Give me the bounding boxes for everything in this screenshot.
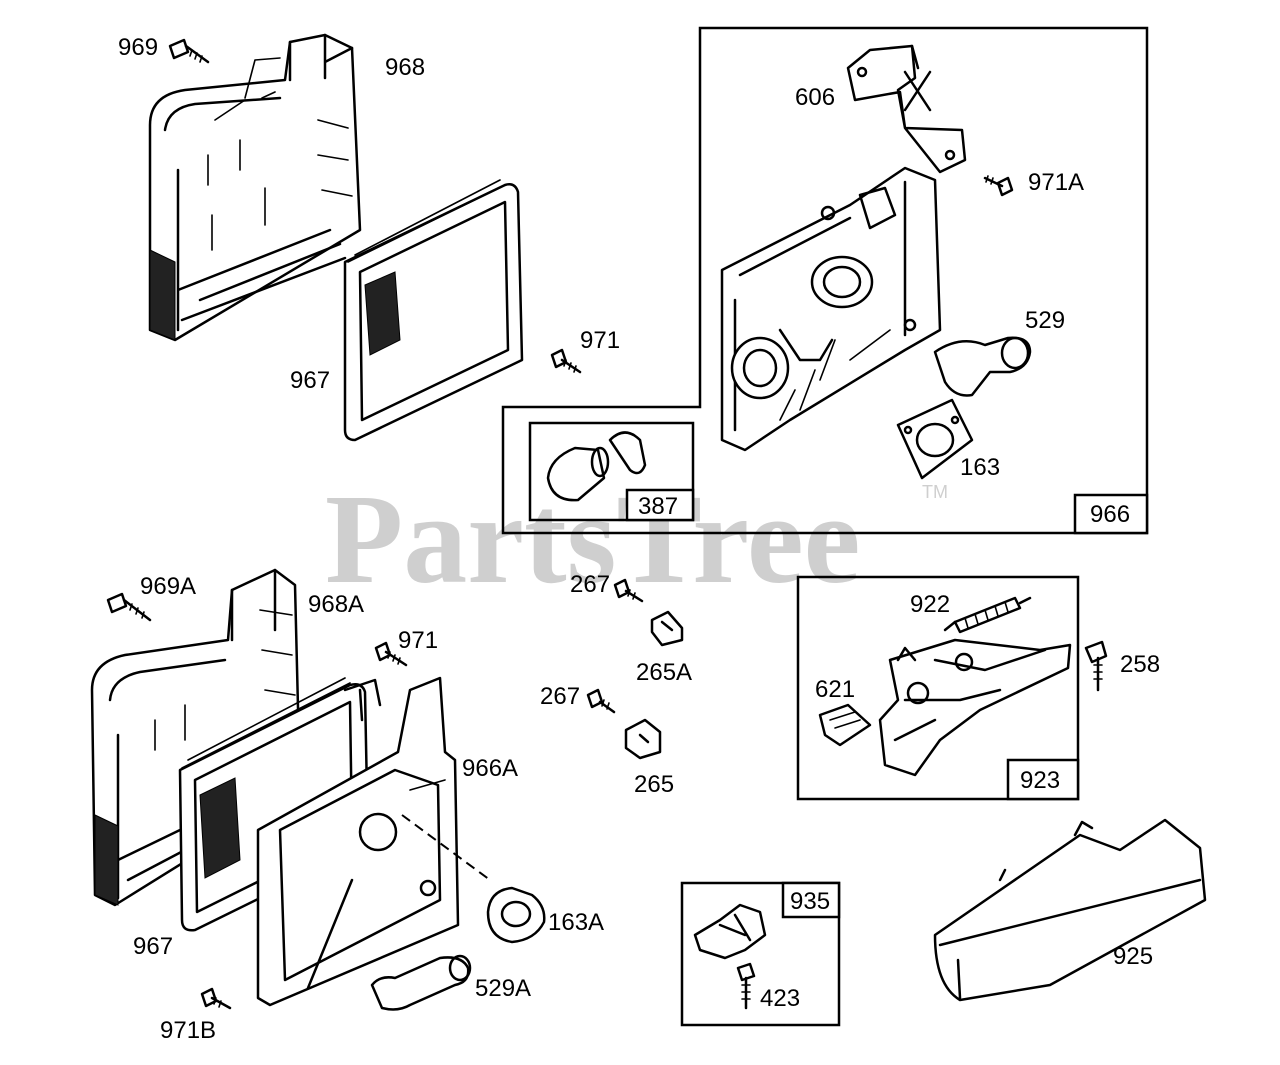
- part-387-choke[interactable]: [546, 431, 647, 502]
- label-163: 163: [960, 454, 1000, 481]
- label-267-bottom: 267: [540, 683, 580, 710]
- box-966-label: 966: [1090, 501, 1130, 528]
- part-163A-gasket[interactable]: [486, 886, 546, 944]
- part-971A-screw[interactable]: [983, 175, 1014, 197]
- watermark-trademark: TM: [922, 482, 948, 502]
- box-935-tag: [781, 881, 841, 919]
- part-265-clip[interactable]: [624, 718, 662, 760]
- label-922: 922: [910, 591, 950, 618]
- frame-387: [528, 421, 695, 522]
- label-971B: 971B: [160, 1017, 216, 1044]
- part-606-bracket[interactable]: [846, 44, 967, 174]
- label-967-bottom: 967: [133, 933, 173, 960]
- part-923-governor-linkage[interactable]: [878, 638, 1072, 777]
- label-529: 529: [1025, 307, 1065, 334]
- frame-966: [501, 26, 1149, 535]
- part-969-bolt[interactable]: [168, 38, 210, 64]
- box-923-label: 923: [1020, 767, 1060, 794]
- label-265A: 265A: [636, 659, 692, 686]
- label-969A: 969A: [140, 573, 196, 600]
- part-935-bracket[interactable]: [693, 903, 767, 960]
- box-935-label: 935: [790, 888, 830, 915]
- part-423-screw[interactable]: [736, 962, 756, 1010]
- label-606: 606: [795, 84, 835, 111]
- part-971-screw-bottom[interactable]: [374, 641, 408, 667]
- label-971-top: 971: [580, 327, 620, 354]
- label-969: 969: [118, 34, 158, 61]
- watermark-text: PartsTree: [325, 468, 860, 610]
- label-971-bottom: 971: [398, 627, 438, 654]
- part-966A-cover[interactable]: [256, 676, 460, 1007]
- part-621-clip[interactable]: [818, 703, 872, 747]
- box-966-tag: [1073, 493, 1149, 535]
- part-966-carburetor-body[interactable]: [720, 166, 942, 452]
- part-971-screw-top[interactable]: [550, 348, 582, 374]
- part-163-gasket[interactable]: [896, 398, 974, 480]
- box-387-tag: [625, 488, 695, 522]
- part-925-cover[interactable]: [933, 818, 1207, 1002]
- part-258-bolt[interactable]: [1084, 640, 1108, 692]
- label-423: 423: [760, 985, 800, 1012]
- box-923-tag: [1006, 758, 1080, 801]
- filter-mesh-top: [364, 271, 401, 356]
- part-529-elbow[interactable]: [933, 336, 1032, 397]
- label-968: 968: [385, 54, 425, 81]
- label-163A: 163A: [548, 909, 604, 936]
- label-968A: 968A: [308, 591, 364, 618]
- frame-935: [680, 881, 841, 1027]
- part-971B-screw[interactable]: [200, 987, 232, 1010]
- label-529A: 529A: [475, 975, 531, 1002]
- leader-966A-163A: [401, 814, 491, 881]
- label-258: 258: [1120, 651, 1160, 678]
- frame-923: [796, 575, 1080, 801]
- label-265: 265: [634, 771, 674, 798]
- label-966A: 966A: [462, 755, 518, 782]
- part-265A-clip[interactable]: [650, 610, 684, 647]
- label-971A: 971A: [1028, 169, 1084, 196]
- part-529A-elbow[interactable]: [370, 954, 472, 1011]
- filter-mesh-bottom: [199, 777, 241, 879]
- part-968-base[interactable]: [148, 33, 362, 342]
- label-621: 621: [815, 676, 855, 703]
- part-967-filter-top[interactable]: [343, 179, 524, 442]
- label-267-top: 267: [570, 571, 610, 598]
- label-925: 925: [1113, 943, 1153, 970]
- label-967-top: 967: [290, 367, 330, 394]
- part-969A-bolt[interactable]: [106, 592, 152, 622]
- part-922-spring[interactable]: [943, 596, 1032, 634]
- part-267-screw-bottom[interactable]: [586, 688, 616, 714]
- box-387-label: 387: [638, 493, 678, 520]
- part-267-screw-top[interactable]: [613, 578, 644, 603]
